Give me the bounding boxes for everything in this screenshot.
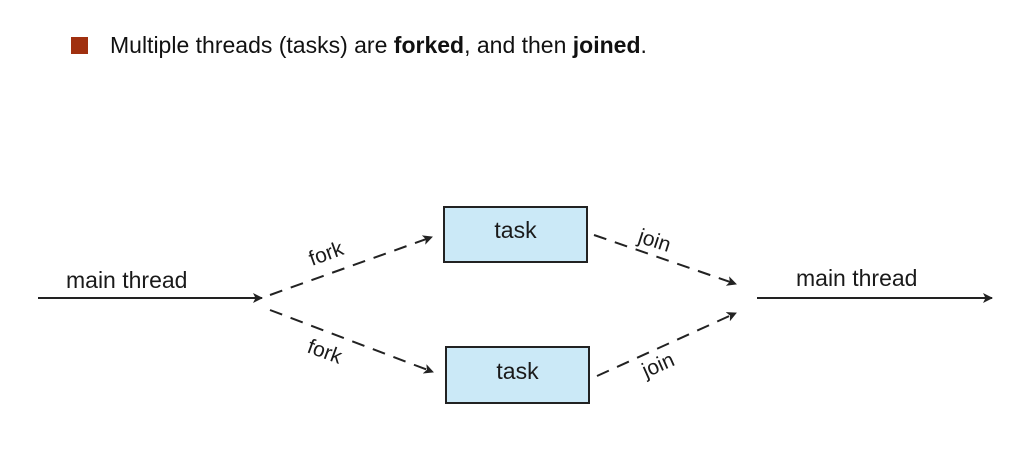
join-top-arrow: [593, 234, 737, 286]
task-bottom-box: [445, 346, 590, 404]
bullet-text-part-1: Multiple threads (tasks) are: [110, 31, 394, 58]
task-bottom-label: task: [496, 358, 539, 384]
bullet-text-period: .: [640, 31, 647, 58]
main-thread-in-label: main thread: [66, 267, 187, 293]
bullet-square-icon: [71, 36, 88, 54]
bullet-point: Multiple threads (tasks) are forked, and…: [71, 30, 647, 60]
fork-top-arrow: [269, 235, 433, 296]
main-thread-out-label: main thread: [796, 265, 917, 291]
fork-bottom-arrow: [269, 309, 434, 374]
join-bottom-arrow: [596, 312, 737, 377]
fork-bottom-label: fork: [304, 335, 345, 369]
fork-top-label: fork: [306, 237, 347, 271]
bullet-text-part-3: , and then: [464, 31, 573, 58]
bullet-text: Multiple threads (tasks) are forked, and…: [110, 32, 647, 59]
bullet-text-joined: joined: [572, 31, 641, 58]
bullet-text-forked: forked: [393, 31, 465, 58]
task-top-label: task: [494, 217, 537, 243]
join-bottom-label: join: [638, 348, 678, 383]
task-top-box: [443, 206, 588, 263]
